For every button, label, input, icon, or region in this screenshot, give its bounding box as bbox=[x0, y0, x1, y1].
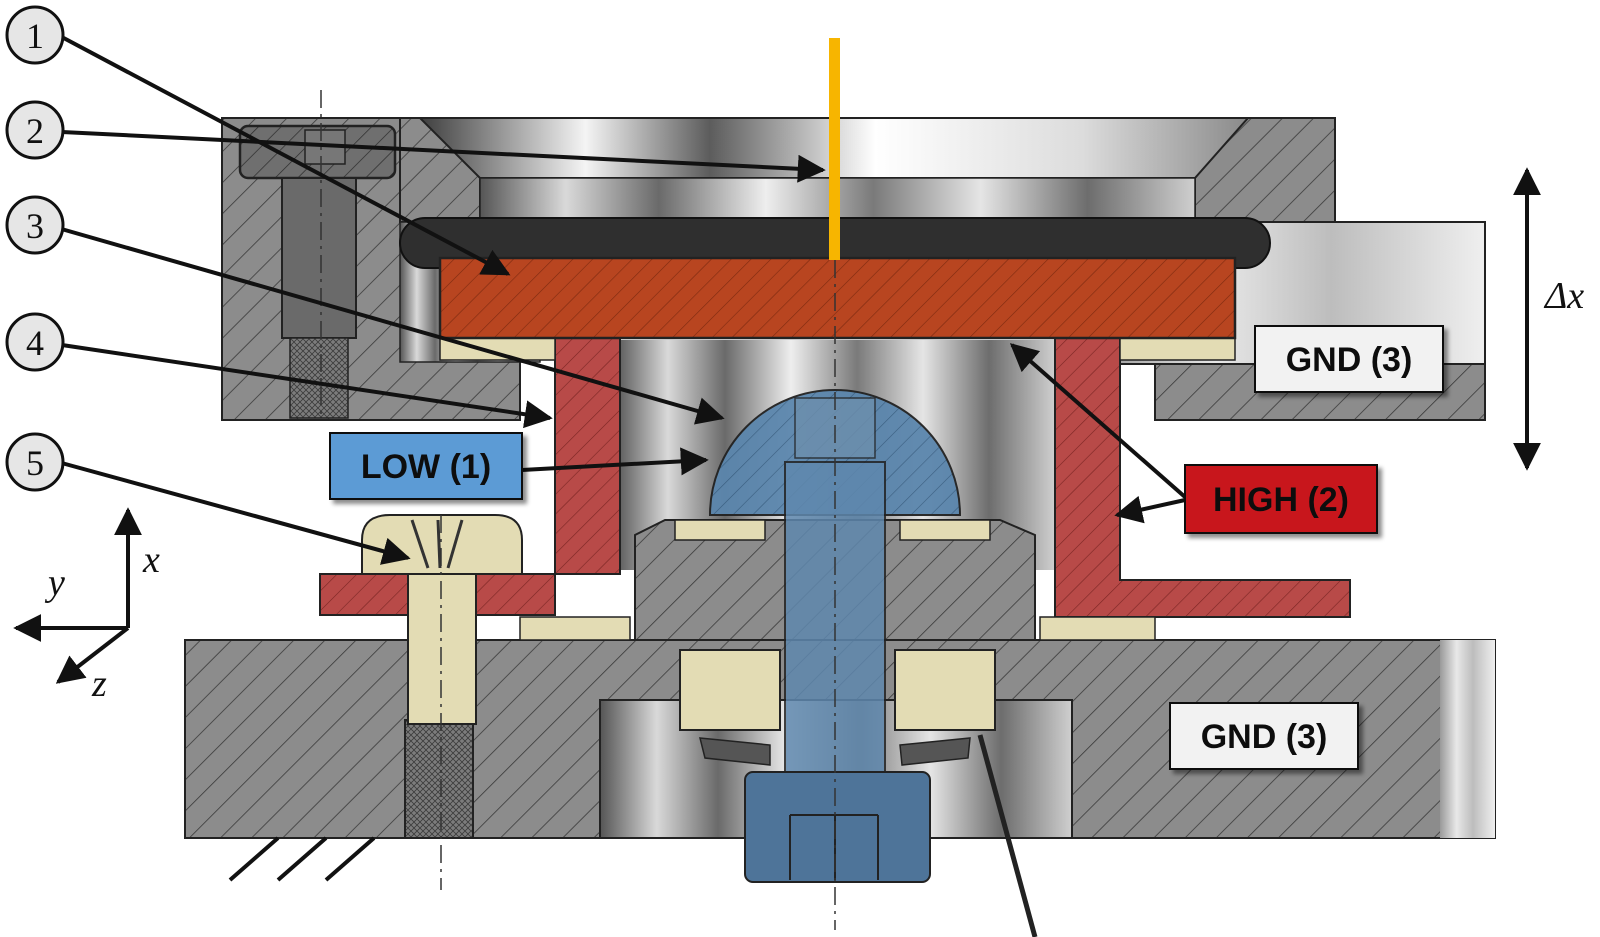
callout-2: 2 bbox=[5, 100, 65, 160]
svg-text:HIGH (2): HIGH (2) bbox=[1213, 481, 1349, 519]
sensor-line bbox=[829, 38, 840, 260]
delta-x-arrow: Δx bbox=[1513, 167, 1584, 471]
label-high: HIGH (2) bbox=[1184, 464, 1378, 534]
label-low: LOW (1) bbox=[329, 432, 523, 500]
axis-label-x: x bbox=[142, 539, 160, 581]
svg-text:5: 5 bbox=[26, 443, 44, 483]
callout-1: 1 bbox=[5, 5, 65, 65]
svg-text:4: 4 bbox=[26, 323, 44, 363]
label-gnd-bottom: GND (3) bbox=[1169, 702, 1359, 770]
svg-text:Δx: Δx bbox=[1543, 275, 1584, 317]
callout-4: 4 bbox=[5, 312, 65, 372]
callout-5: 5 bbox=[5, 432, 65, 492]
ground-hatch-symbol bbox=[228, 836, 376, 882]
svg-text:LOW (1): LOW (1) bbox=[361, 448, 491, 486]
svg-text:3: 3 bbox=[26, 206, 44, 246]
nuts bbox=[679, 649, 996, 766]
callout-leaders bbox=[57, 33, 1187, 565]
cable bbox=[977, 734, 1038, 937]
coordinate-axes: x y z bbox=[13, 507, 160, 705]
callout-3: 3 bbox=[5, 195, 65, 255]
svg-text:1: 1 bbox=[26, 16, 44, 56]
label-gnd-top: GND (3) bbox=[1254, 325, 1444, 393]
svg-text:GND (3): GND (3) bbox=[1286, 341, 1413, 379]
sensor-plate bbox=[438, 256, 1237, 340]
svg-text:2: 2 bbox=[26, 111, 44, 151]
axis-label-z: z bbox=[91, 663, 107, 705]
axis-label-y: y bbox=[44, 562, 65, 604]
svg-text:GND (3): GND (3) bbox=[1201, 718, 1328, 756]
